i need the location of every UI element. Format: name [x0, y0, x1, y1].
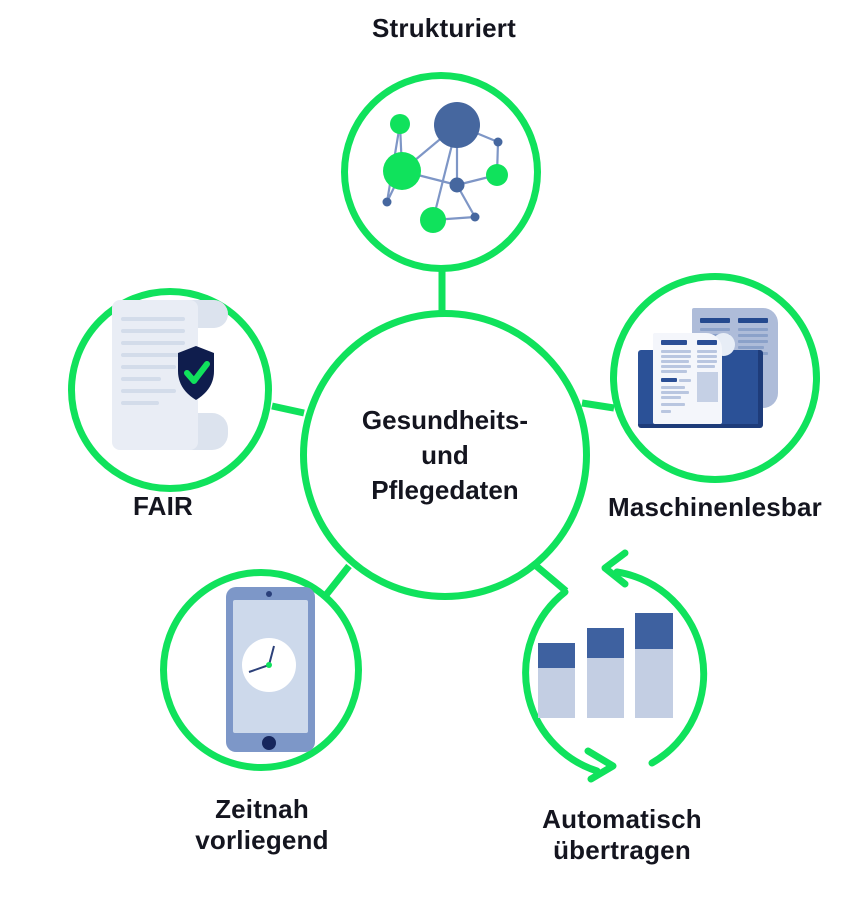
cycle-arrows-icon [522, 549, 708, 783]
bar-3 [635, 613, 673, 718]
tablet-clock-icon [226, 587, 315, 752]
label-zeitnah-line1: Zeitnah [215, 794, 309, 824]
shield-check-icon [178, 346, 214, 400]
central-label-line1: Gesundheits- [361, 404, 529, 435]
central-label-line3: Pflegedaten [371, 474, 519, 505]
central-node-label: Gesundheits- und Pflegedaten [362, 403, 528, 508]
label-automatisch: Automatisch übertragen [472, 804, 772, 866]
central-label-line2: und [421, 439, 469, 470]
front-newspaper [653, 333, 722, 424]
clock-hands [248, 645, 275, 673]
bar-2 [587, 628, 624, 718]
label-strukturiert: Strukturiert [372, 13, 516, 43]
bar-1 [538, 643, 575, 718]
label-maschinenlesbar: Maschinenlesbar [608, 492, 822, 522]
network-graph-icon [382, 102, 508, 233]
label-zeitnah: Zeitnah vorliegend [112, 794, 412, 856]
label-zeitnah-line2: vorliegend [195, 825, 329, 855]
label-fair: FAIR [132, 491, 194, 521]
bar-chart-icon [538, 613, 673, 718]
label-automatisch-line1: Automatisch [542, 804, 702, 834]
tablet-home-button [262, 736, 276, 750]
newspapers-icon [636, 300, 801, 432]
document-shield-check-icon [112, 300, 228, 450]
node-strukturiert [341, 72, 541, 272]
central-node: Gesundheits- und Pflegedaten [300, 310, 590, 600]
tablet-camera-dot [266, 591, 272, 597]
label-automatisch-line2: übertragen [553, 835, 691, 865]
